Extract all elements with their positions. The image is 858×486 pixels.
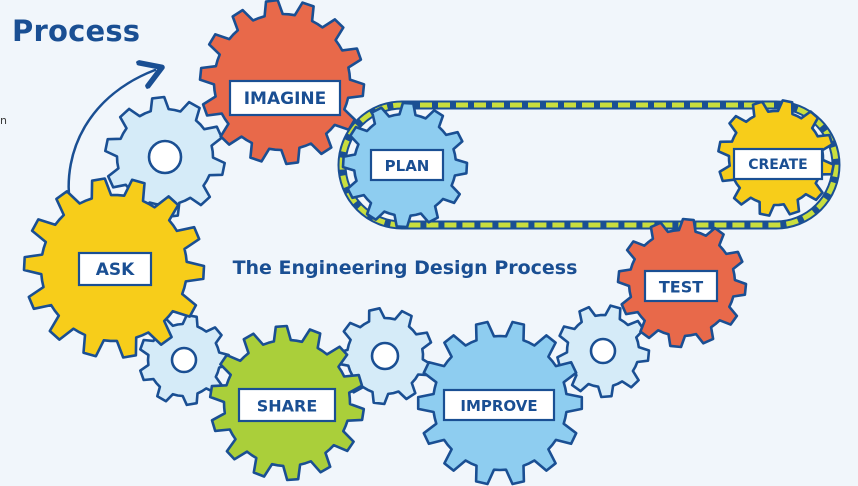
improve-label-text: IMPROVE [460,397,537,415]
test-label: TEST [643,269,719,303]
plan-label: PLAN [369,148,445,182]
imagine-label-box [228,79,342,117]
create-label-text: CREATE [748,157,807,173]
plan-label-box [369,148,445,182]
ask-label-text: ASK [96,260,135,280]
ask-label: ASK [77,251,153,287]
test-label-text: TEST [659,278,703,297]
test-label-box [643,269,719,303]
connector-gear-top-hole [147,139,183,175]
share-label: SHARE [237,387,337,423]
diagram-center-title: The Engineering Design Process [233,257,578,279]
share-label-text: SHARE [257,397,318,416]
connector-gear-bottom-left-hole [170,346,198,374]
ask-label-box [77,251,153,287]
improve-label: IMPROVE [442,388,556,422]
imagine-label-text: IMAGINE [244,89,327,109]
connector-gear-bottom-right-hole [589,337,617,365]
plan-label-text: PLAN [385,157,430,175]
improve-label-box [442,388,556,422]
page-heading: Process [12,14,141,48]
imagine-label: IMAGINE [228,79,342,117]
share-label-box [237,387,337,423]
cycle-arrow [67,70,155,207]
connector-gear-bottom-mid-hole [370,341,400,371]
side-text-fragment: n [0,114,7,127]
create-label-box [732,147,824,181]
create-label: CREATE [732,147,824,181]
